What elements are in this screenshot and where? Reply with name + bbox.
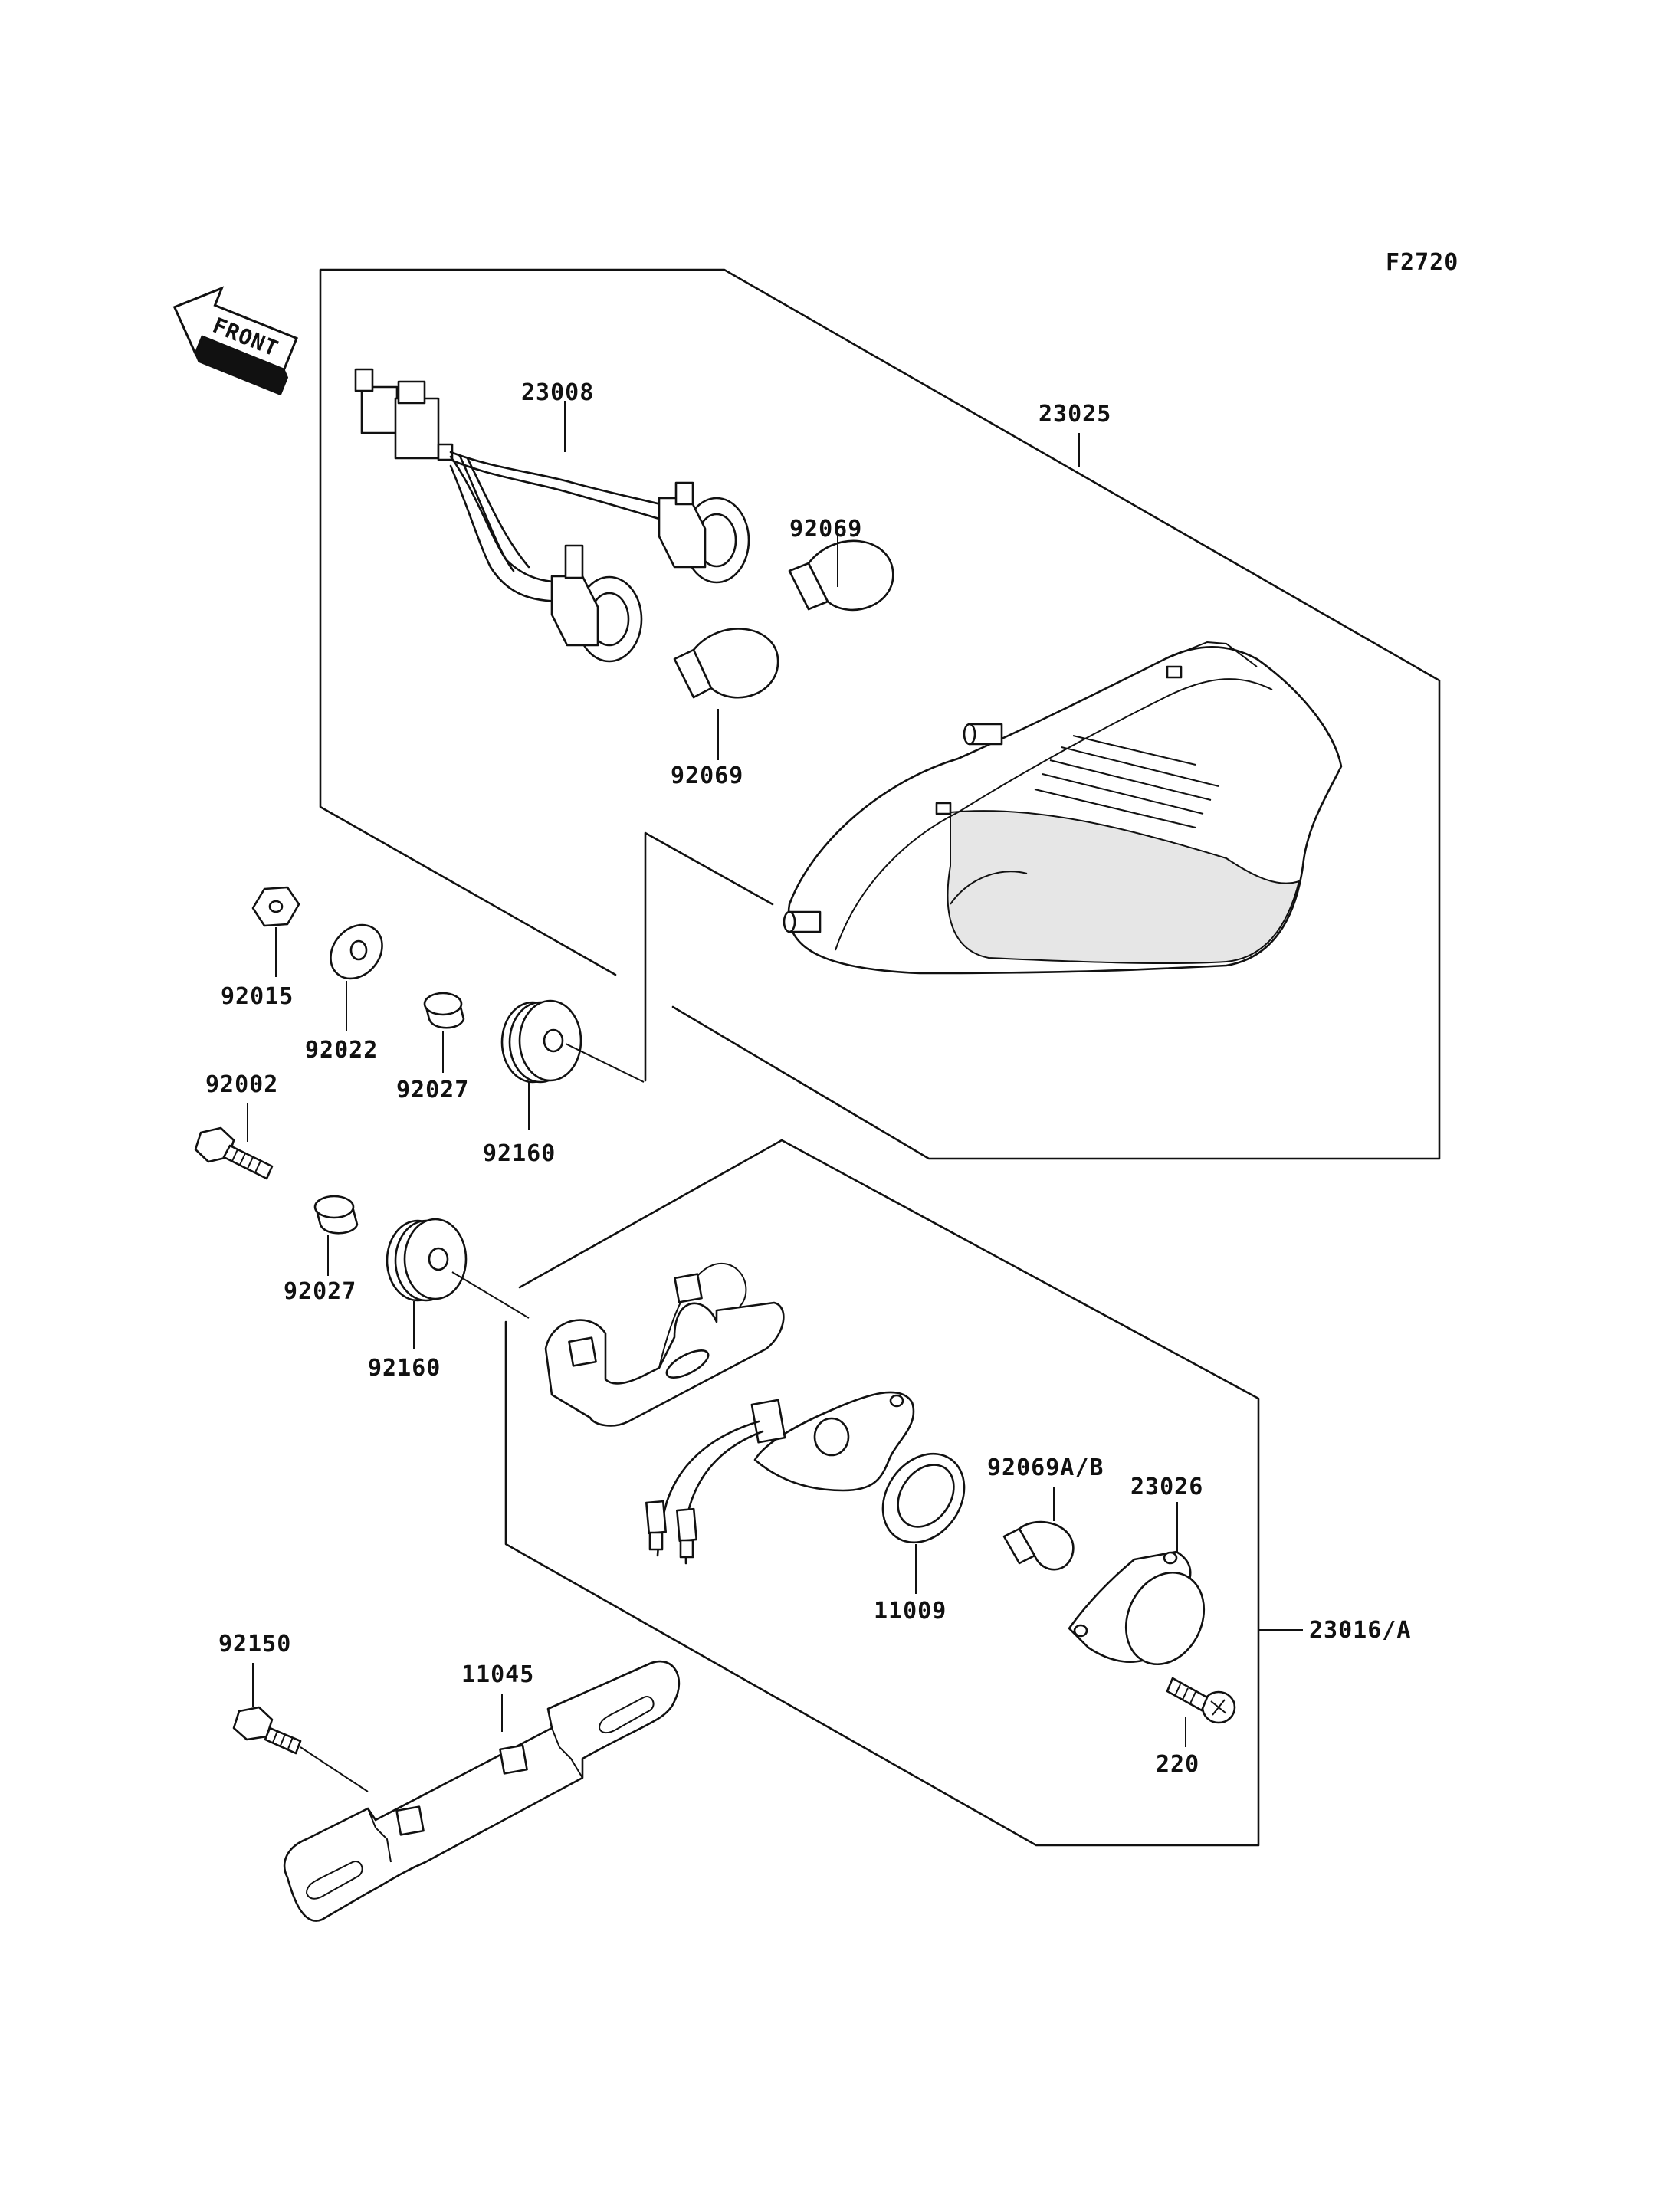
grommet-92160-upper [500,999,582,1084]
part-label-92160-lower: 92160 [368,1355,441,1382]
part-label-23026: 23026 [1130,1474,1203,1500]
collar-92027-lower [313,1195,359,1235]
tail-lamp-group-outline [319,268,1441,1160]
part-label-92069-lower: 92069 [671,762,743,789]
figure-code: F2720 [1386,249,1459,276]
bulb-upper [788,539,894,612]
grommet-92160-lower [386,1218,468,1302]
bolt-92002 [194,1126,274,1180]
part-label-220: 220 [1156,1751,1199,1778]
wire-harness [354,368,750,663]
bulb-92069ab [1002,1520,1075,1571]
plate-bracket-11045 [283,1660,681,1922]
license-lamp-bracket [544,1262,785,1427]
lens-23026 [1068,1550,1206,1666]
bolt-92150 [232,1706,302,1755]
part-label-92150: 92150 [218,1631,291,1658]
part-label-11009: 11009 [874,1598,947,1625]
guide-92160-lower [451,1271,530,1319]
part-label-92002: 92002 [205,1071,278,1098]
bulb-lower [673,628,779,699]
part-label-92022: 92022 [305,1037,378,1064]
gasket-11009 [881,1452,966,1544]
part-label-23025: 23025 [1039,401,1111,428]
guide-92150 [300,1746,369,1792]
collar-92027-upper [423,992,465,1029]
part-label-23016a: 23016/A [1309,1617,1411,1644]
part-label-92027-upper: 92027 [396,1077,469,1103]
license-lamp-socket [645,1391,915,1565]
part-label-11045: 11045 [461,1661,534,1688]
part-label-92069-upper: 92069 [789,516,862,543]
guide-92160-upper [565,1043,645,1083]
part-label-92027-lower: 92027 [284,1278,356,1305]
part-label-92015: 92015 [221,983,294,1010]
part-label-92160-upper: 92160 [483,1140,556,1167]
washer-92022 [330,923,383,980]
part-label-23008: 23008 [521,379,594,406]
nut-92015 [251,886,300,927]
part-label-92069ab: 92069A/B [987,1454,1104,1481]
front-arrow-icon: FRONT [172,286,299,396]
screw-220 [1166,1677,1236,1724]
license-lamp-group-outline [504,1139,1260,1847]
tail-lamp-body [783,641,1343,975]
